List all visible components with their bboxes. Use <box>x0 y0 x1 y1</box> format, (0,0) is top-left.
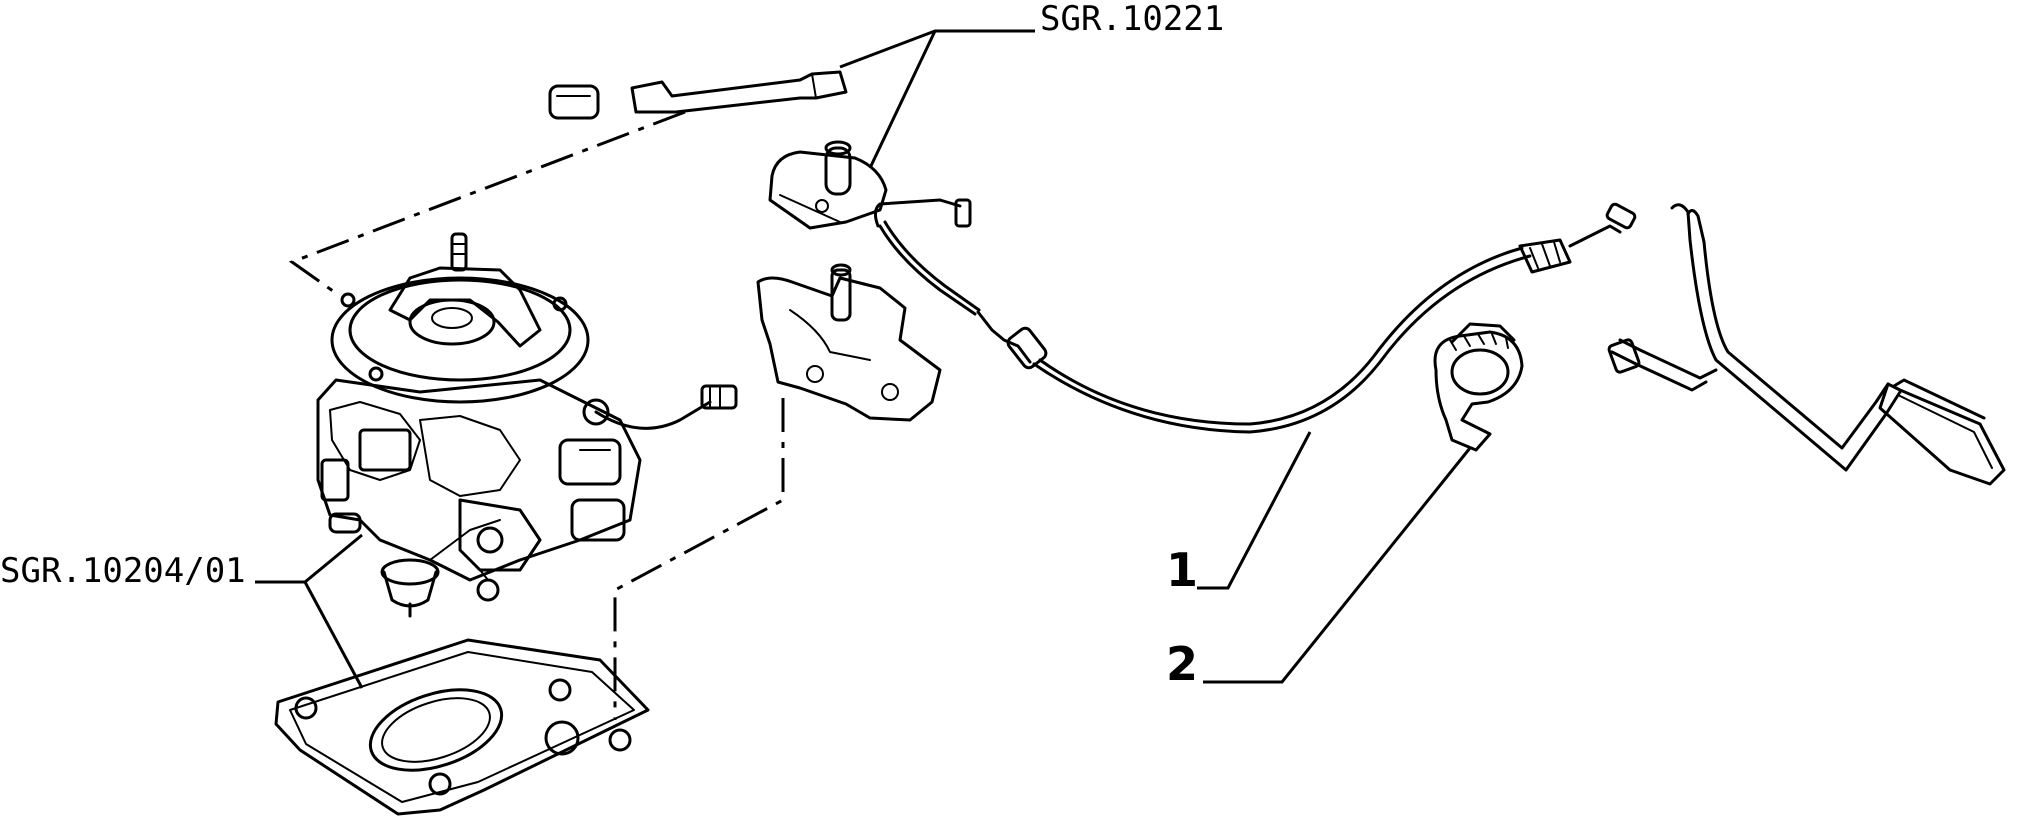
callout-item-2-label: 2 <box>1166 637 1198 691</box>
callout-sgr-10204-01-label: SGR.10204/01 <box>0 551 246 591</box>
callout-sgr-10204-01[interactable]: SGR.10204/01 <box>0 533 364 689</box>
cable-clip <box>1433 322 1524 452</box>
assembly-line-right <box>613 398 785 720</box>
cable-bracket <box>756 263 942 422</box>
throttle-lever <box>768 140 888 230</box>
callout-sgr-10204-01-leader-b <box>303 581 364 689</box>
callout-item-1[interactable]: 1 <box>1166 431 1312 597</box>
pivot-rod <box>548 70 848 120</box>
accelerator-cable <box>873 198 1637 434</box>
assembly-line-top <box>288 110 686 298</box>
callout-item-2[interactable]: 2 <box>1166 447 1472 691</box>
callout-item-2-leader <box>1203 447 1472 684</box>
callout-sgr-10221-leader-b <box>868 30 937 169</box>
callout-sgr-10204-01-leader-a <box>255 533 363 584</box>
callout-item-1-leader <box>1197 431 1312 590</box>
callout-sgr-10221-leader-a <box>839 29 1035 69</box>
carburettor <box>316 232 738 618</box>
callout-item-1-label: 1 <box>1166 543 1198 597</box>
callout-sgr-10221[interactable]: SGR.10221 <box>839 0 1224 169</box>
base-gasket <box>274 638 650 816</box>
accelerator-pedal <box>1607 203 2006 486</box>
callout-sgr-10221-label: SGR.10221 <box>1040 0 1224 39</box>
